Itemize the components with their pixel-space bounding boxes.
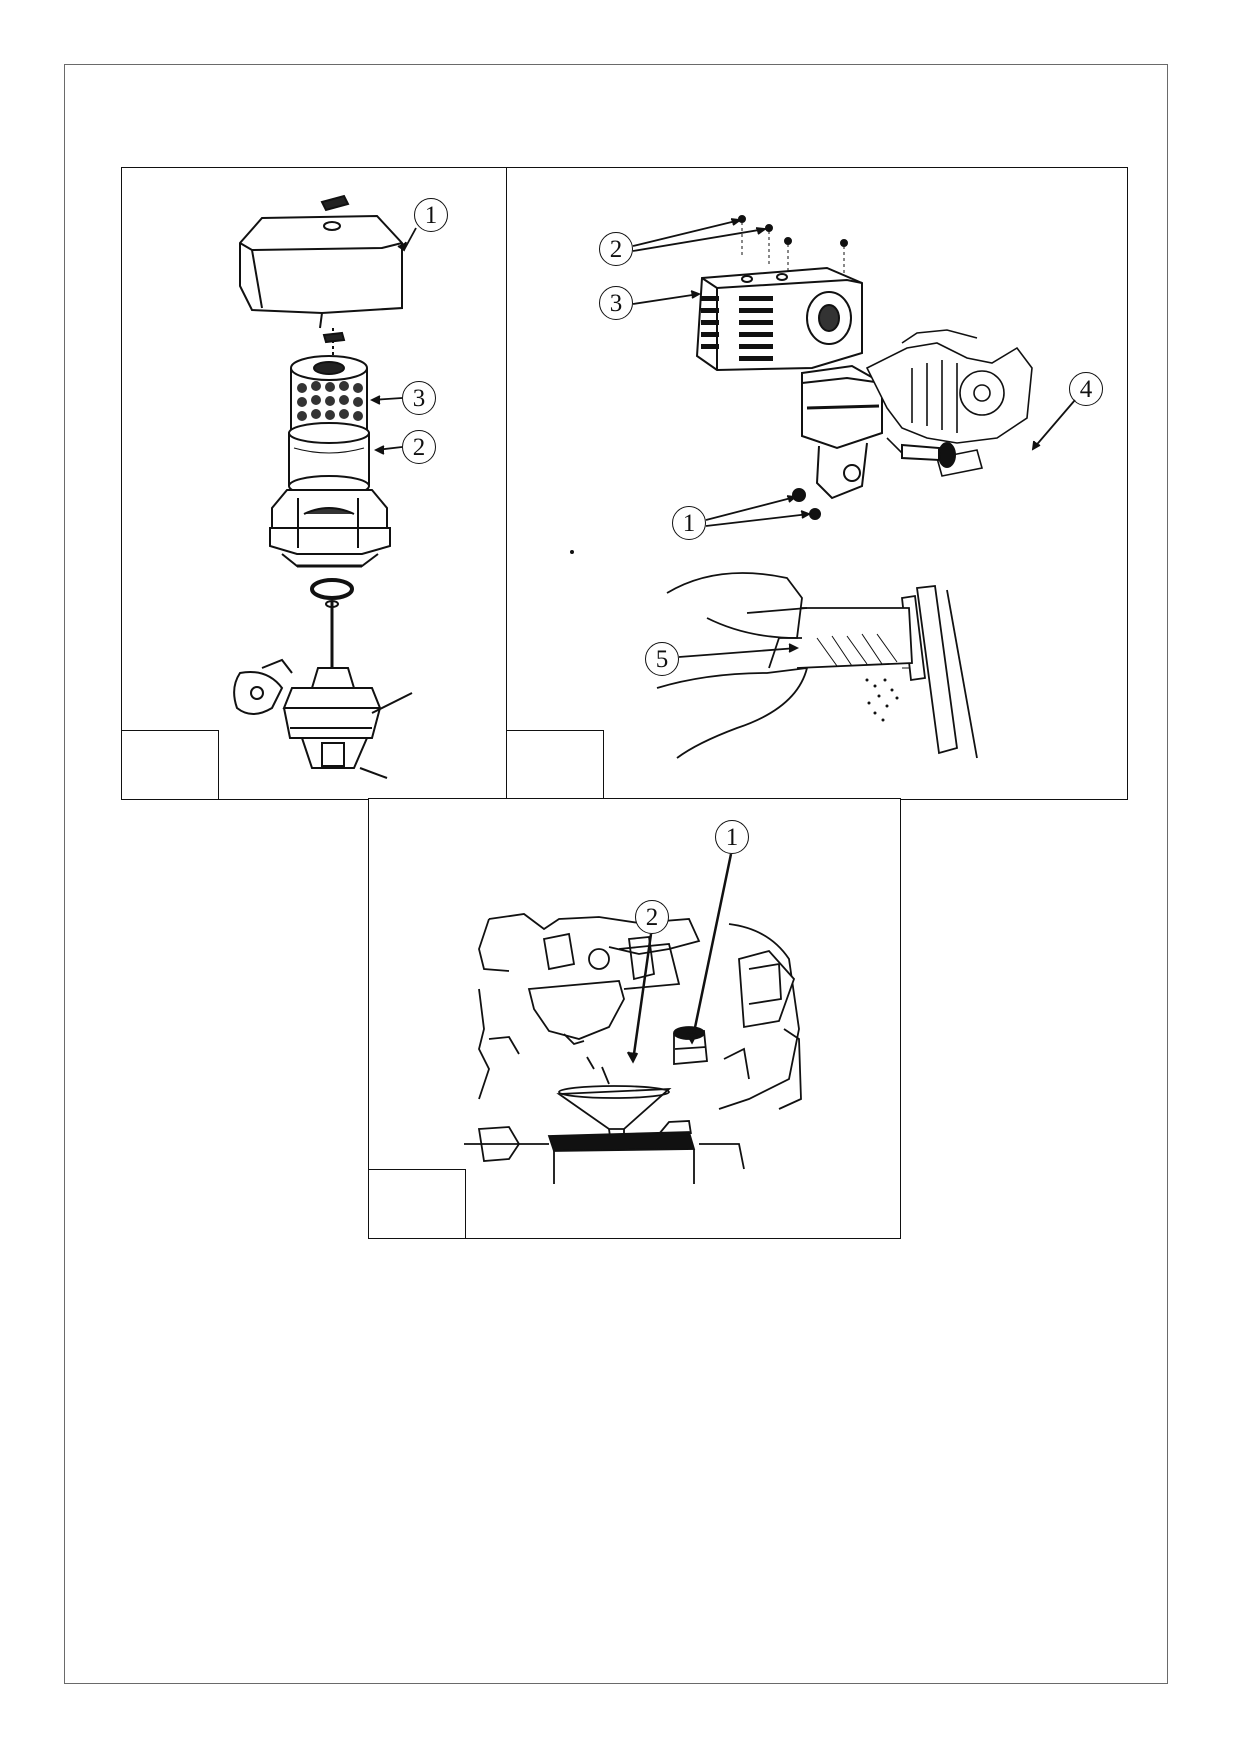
figure-number-box bbox=[369, 1169, 466, 1238]
figure-carburetor-drain: 1 2 bbox=[368, 798, 901, 1239]
callout-2: 2 bbox=[635, 900, 669, 934]
page-frame bbox=[64, 64, 1168, 1684]
carburetor-body bbox=[233, 658, 413, 779]
muffler-leader-lines bbox=[632, 218, 1076, 658]
callout-3: 3 bbox=[402, 381, 436, 415]
carburetor-bowl bbox=[527, 932, 681, 1046]
air-filter-leader-lines bbox=[369, 227, 417, 455]
callout-5: 5 bbox=[645, 642, 679, 676]
muffler-cover bbox=[695, 266, 863, 372]
callout-1: 1 bbox=[414, 198, 448, 232]
muffler-bolt bbox=[901, 442, 956, 468]
air-filter-illustration bbox=[233, 194, 413, 779]
figure-air-filter: 1 3 2 bbox=[121, 167, 508, 800]
funnel bbox=[556, 1056, 672, 1145]
callout-2: 2 bbox=[402, 430, 436, 464]
air-filter-base bbox=[269, 489, 391, 568]
air-filter-foam bbox=[290, 355, 368, 430]
callout-2: 2 bbox=[599, 232, 633, 266]
muffler-illustration bbox=[570, 215, 1033, 759]
muffler-body bbox=[801, 364, 883, 500]
callout-1: 1 bbox=[715, 820, 749, 854]
figure-number-box bbox=[507, 730, 604, 799]
figure-muffler: 2 3 1 4 5 bbox=[506, 167, 1128, 800]
engine-block bbox=[865, 329, 1033, 477]
air-filter-cover bbox=[239, 194, 403, 329]
container bbox=[547, 1120, 696, 1184]
callout-1: 1 bbox=[672, 506, 706, 540]
drain-plug bbox=[673, 1026, 708, 1065]
carburetor-drain-illustration bbox=[464, 913, 802, 1184]
air-filter-paper bbox=[288, 422, 370, 497]
callout-3: 3 bbox=[599, 286, 633, 320]
spark-arrester-cleaning bbox=[656, 572, 978, 759]
figure-number-box bbox=[122, 730, 219, 799]
carburetor-leader-lines bbox=[626, 853, 733, 1064]
